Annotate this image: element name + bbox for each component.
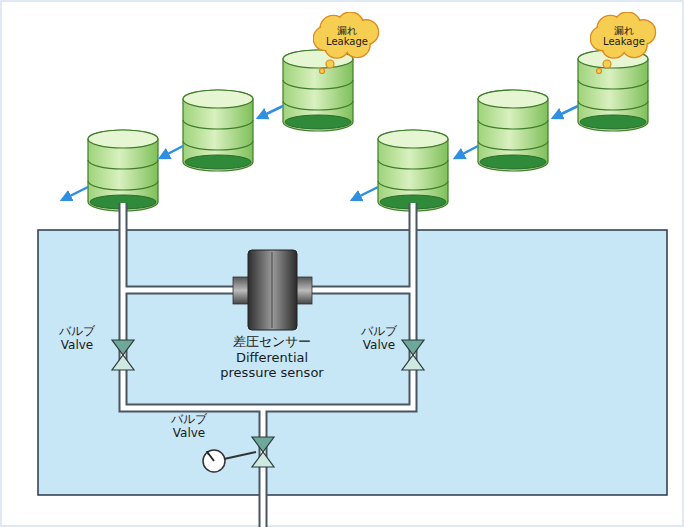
valve-label: バルブ Valve	[160, 412, 218, 441]
pressure-gauge	[203, 450, 256, 472]
leak-cloud: 漏れ Leakage	[590, 12, 658, 60]
valve-label: バルブ Valve	[48, 324, 106, 353]
flow-arrows	[62, 106, 578, 200]
sensor-label: 差圧センサー Differential pressure sensor	[212, 334, 332, 381]
housing-panel	[38, 230, 667, 495]
differential-pressure-sensor	[233, 250, 312, 330]
leak-cloud: 漏れ Leakage	[313, 12, 381, 60]
drums	[88, 50, 648, 211]
leak-text: 漏れ Leakage	[600, 25, 648, 48]
leak-text: 漏れ Leakage	[323, 25, 371, 48]
valve-label: バルブ Valve	[350, 324, 408, 353]
thought-bubbles	[320, 60, 612, 74]
pipes	[123, 203, 413, 527]
